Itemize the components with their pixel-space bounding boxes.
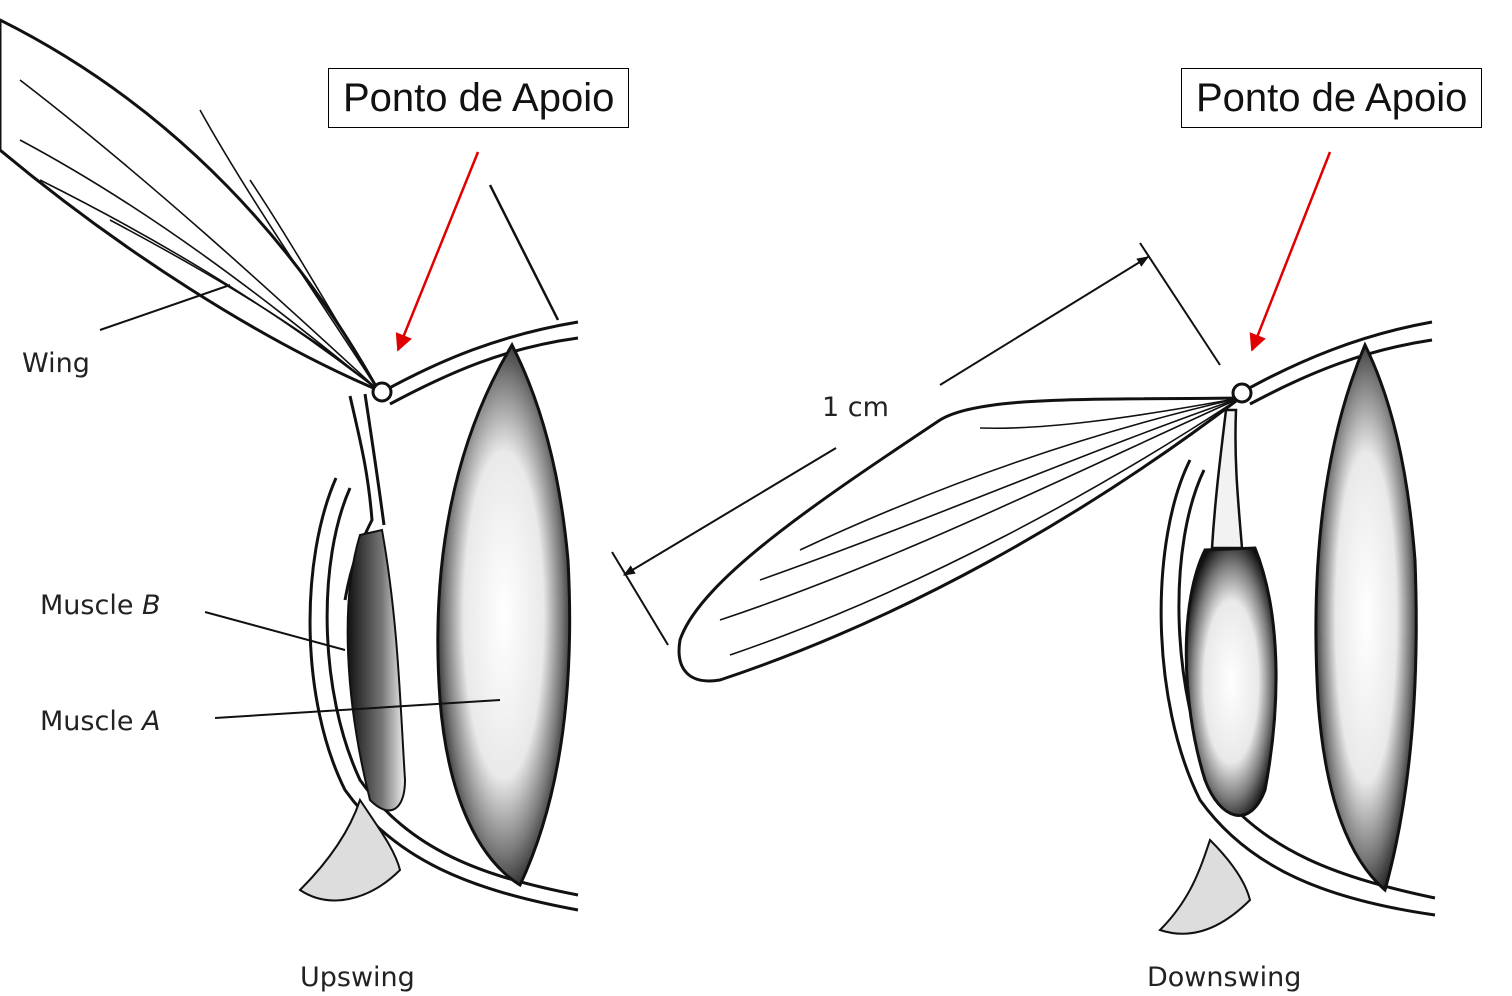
muscle-b-word: Muscle — [40, 590, 133, 621]
wing-label: Wing — [22, 348, 90, 379]
left-pivot — [373, 383, 391, 401]
left-muscle-a — [438, 345, 570, 885]
right-wing — [679, 398, 1240, 681]
left-wing — [0, 20, 378, 390]
right-pivot — [1233, 384, 1251, 402]
left-red-arrow — [398, 152, 478, 350]
right-red-arrow — [1252, 152, 1330, 350]
scale-arrow-upper — [940, 257, 1148, 385]
muscle-a-label: Muscle A — [40, 706, 161, 737]
downswing-caption: Downswing — [1147, 962, 1301, 993]
right-muscle-b — [1186, 548, 1276, 815]
right-muscle-a — [1316, 345, 1416, 890]
muscle-a-word: Muscle — [40, 706, 133, 737]
downswing-figure — [612, 152, 1435, 934]
muscle-b-letter: B — [142, 590, 161, 621]
fulcrum-callout-right: Ponto de Apoio — [1181, 68, 1482, 128]
upswing-figure — [0, 20, 578, 910]
muscle-b-label: Muscle B — [40, 590, 161, 621]
right-thorax-wall — [1242, 322, 1432, 392]
fulcrum-callout-left: Ponto de Apoio — [328, 68, 629, 128]
muscle-a-letter: A — [142, 706, 160, 737]
left-thorax-wall — [382, 322, 578, 392]
fulcrum-label-left: Ponto de Apoio — [343, 76, 614, 120]
fulcrum-label-right: Ponto de Apoio — [1196, 76, 1467, 120]
scale-label: 1 cm — [822, 392, 889, 423]
upswing-caption: Upswing — [300, 962, 415, 993]
